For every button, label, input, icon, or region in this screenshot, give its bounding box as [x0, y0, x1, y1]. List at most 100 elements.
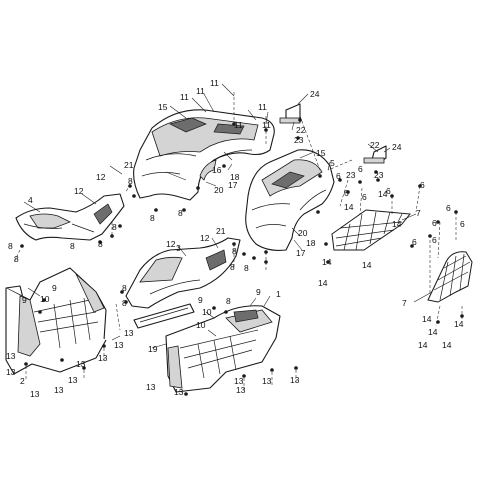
side-trim-strip-part [133, 303, 195, 329]
callout-9: 9 [198, 295, 203, 305]
callout-11: 11 [196, 86, 205, 96]
callout-14: 14 [428, 327, 438, 337]
callout-13: 13 [54, 385, 64, 395]
rear-inner-fender-part [245, 149, 335, 251]
callout-8: 8 [232, 246, 237, 256]
callout-11: 11 [180, 92, 189, 102]
fastener-group [20, 118, 464, 396]
callout-4: 4 [28, 195, 33, 205]
callout-8: 8 [70, 241, 75, 251]
callout-labels: 1 2 3 4 5 6 6 6 6 6 6 6 6 6 6 6 7 7 8 8 … [6, 78, 465, 399]
callout-24: 24 [310, 89, 320, 99]
callout-11: 11 [258, 102, 267, 112]
callout-20: 20 [214, 185, 224, 195]
callout-13: 13 [76, 359, 86, 369]
callout-13: 13 [234, 376, 244, 386]
callout-11: 11 [234, 120, 243, 130]
callout-6: 6 [446, 203, 451, 213]
callout-9: 9 [52, 283, 57, 293]
callout-8: 8 [98, 239, 103, 249]
callout-8: 8 [178, 208, 183, 218]
callout-18: 18 [230, 172, 240, 182]
callout-21: 21 [216, 226, 226, 236]
callout-13: 13 [236, 385, 246, 395]
callout-6: 6 [432, 235, 437, 245]
callout-13: 13 [262, 376, 272, 386]
callout-13: 13 [124, 328, 134, 338]
callout-14: 14 [362, 260, 372, 270]
rear-mesh-grill-part [331, 209, 411, 251]
callout-8: 8 [230, 262, 235, 272]
callout-6: 6 [362, 192, 367, 202]
callout-8: 8 [122, 298, 127, 308]
callout-8: 8 [8, 241, 13, 251]
callout-13: 13 [290, 375, 300, 385]
callout-9: 9 [256, 287, 261, 297]
callout-17: 17 [296, 248, 306, 258]
callout-17: 17 [228, 180, 238, 190]
callout-1: 1 [276, 289, 281, 299]
callout-8: 8 [244, 263, 249, 273]
callout-14: 14 [318, 278, 328, 288]
callout-12: 12 [74, 186, 84, 196]
mounting-bracket-upper [279, 103, 301, 124]
front-side-panel-left [15, 193, 125, 241]
callout-14: 14 [344, 202, 354, 212]
callout-20: 20 [298, 228, 308, 238]
callout-13: 13 [114, 340, 124, 350]
callout-15: 15 [316, 148, 326, 158]
callout-7: 7 [402, 298, 407, 308]
callout-18: 18 [306, 238, 316, 248]
callout-6: 6 [412, 237, 417, 247]
callout-15: 15 [158, 102, 168, 112]
callout-19: 19 [148, 344, 158, 354]
callout-8: 8 [112, 222, 117, 232]
callout-6: 6 [336, 171, 341, 181]
callout-24: 24 [392, 142, 402, 152]
callout-11: 11 [210, 78, 219, 88]
callout-6: 6 [344, 188, 349, 198]
callout-23: 23 [374, 170, 384, 180]
callout-14: 14 [418, 340, 428, 350]
callout-6: 6 [358, 164, 363, 174]
callout-22: 22 [296, 125, 306, 135]
callout-6: 6 [420, 180, 425, 190]
callout-6: 6 [432, 218, 437, 228]
callout-leader-lines [23, 83, 433, 349]
callout-7: 7 [416, 208, 421, 218]
callout-13: 13 [174, 387, 184, 397]
callout-13: 13 [6, 367, 16, 377]
callout-13: 13 [68, 375, 78, 385]
callout-12: 12 [96, 172, 106, 182]
callout-13: 13 [30, 389, 40, 399]
front-mesh-grill-part [427, 251, 473, 303]
callout-14: 14 [378, 189, 388, 199]
callout-14: 14 [442, 340, 452, 350]
callout-8: 8 [128, 176, 133, 186]
footwell-right-part [165, 305, 281, 393]
callout-21: 21 [124, 160, 134, 170]
callout-16: 16 [212, 165, 222, 175]
callout-14: 14 [322, 257, 332, 267]
callout-23: 23 [294, 135, 304, 145]
callout-8: 8 [226, 296, 231, 306]
callout-3: 3 [176, 243, 181, 253]
callout-10: 10 [202, 307, 212, 317]
callout-13: 13 [146, 382, 156, 392]
callout-23: 23 [346, 170, 356, 180]
callout-5: 5 [330, 158, 335, 168]
callout-8: 8 [14, 254, 19, 264]
callout-10: 10 [40, 294, 50, 304]
mounting-bracket-lower [363, 145, 387, 164]
callout-9: 9 [22, 295, 27, 305]
callout-2: 2 [20, 376, 25, 386]
front-side-panel-right [125, 237, 241, 309]
callout-12: 12 [166, 239, 176, 249]
callout-6: 6 [386, 186, 391, 196]
callout-13: 13 [6, 351, 16, 361]
callout-12: 12 [200, 233, 210, 243]
callout-13: 13 [98, 353, 108, 363]
callout-8: 8 [150, 213, 155, 223]
callout-14: 14 [392, 219, 402, 229]
